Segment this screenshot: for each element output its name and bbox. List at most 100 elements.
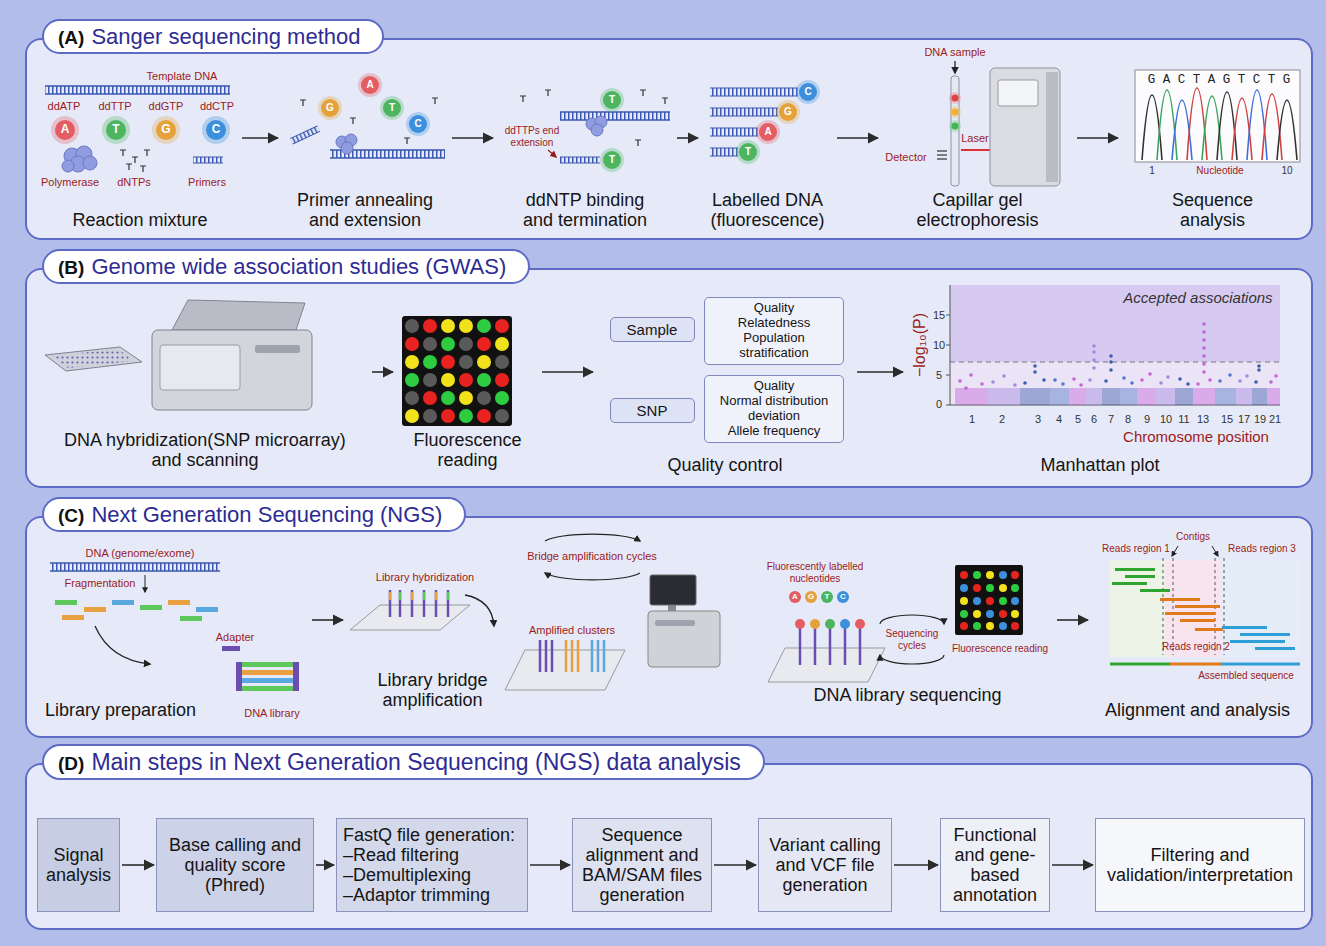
polymerase-blob [341, 142, 353, 154]
annotation-label: 3 [1035, 413, 1041, 426]
sequencing-cycle [880, 655, 944, 664]
label-text: Bridge amplification cycles [527, 550, 657, 562]
step-group: Manhattan plot [905, 280, 1295, 475]
fluorescence-grid [441, 373, 455, 387]
label-text: A [366, 79, 373, 90]
manhattan-plot [946, 285, 1280, 405]
manhattan-plot [1202, 362, 1206, 366]
annotation-label: ddATP [48, 100, 81, 113]
dna-strand [710, 108, 778, 116]
label-text: 11 [1178, 413, 1189, 425]
step-caption: ddNTP binding and termination [510, 190, 660, 230]
label-text: C [212, 122, 221, 136]
bridge-amplification [400, 592, 448, 600]
annotation-label: dNTPs [117, 176, 151, 189]
label-text: dNTPs [117, 176, 151, 188]
step-label: Library bridge amplification [345, 670, 520, 710]
flow-arrow [312, 619, 343, 621]
manhattan-plot [1079, 383, 1083, 387]
label-text: ddTTP [98, 100, 131, 112]
library-preparation [55, 600, 77, 605]
sequencer-machine [668, 605, 676, 611]
label-text: 10 [1281, 165, 1292, 176]
nucleotide-circle [603, 151, 621, 169]
capillary-electrophoresis [952, 123, 959, 130]
fluorescence-grid [459, 337, 473, 351]
chromatogram [1135, 70, 1300, 162]
label-text: Nucleotide [1196, 165, 1243, 176]
fluorescence-grid [495, 337, 509, 351]
capillary-electrophoresis [990, 68, 1060, 186]
manhattan-plot [1050, 388, 1069, 405]
dntp-mark [548, 150, 556, 157]
label-text: G [808, 592, 814, 601]
fluorescence-grid [405, 355, 419, 369]
label-text: ddGTP [149, 100, 184, 112]
annotation-label: Bridge amplification cycles [522, 550, 662, 563]
flow-arrow [714, 864, 756, 866]
step-caption: Quality control [595, 455, 855, 475]
library-preparation [240, 678, 295, 683]
criteria-box: QualityNormal distribution deviationAlle… [704, 375, 844, 443]
annotation-label: Sequencing cycles [882, 628, 942, 651]
sequencing-cycle [840, 619, 850, 629]
criteria-text: Relatedness [738, 316, 810, 331]
manhattan-plot [1257, 368, 1261, 372]
dna-strand [193, 163, 223, 164]
read-alignment [1110, 560, 1165, 657]
annotation-label: 10 [1160, 413, 1172, 426]
dntp-mark [120, 90, 668, 172]
annotation-label: G [326, 102, 334, 114]
fluorescence-grid [459, 319, 473, 333]
step-group: Labelled DNA (fluorescence) [700, 70, 835, 230]
step-caption: Fluorescence reading [403, 430, 533, 470]
step-group: Alignment and analysis [1090, 530, 1305, 720]
label-text: 7 [1108, 413, 1114, 425]
library-preparation [222, 646, 240, 651]
manhattan-plot [969, 373, 973, 377]
annotation-label: ddTTPs end extension [497, 125, 567, 148]
polymerase-blob [62, 160, 74, 172]
manhattan-plot [1274, 374, 1278, 378]
manhattan-plot [988, 388, 1020, 405]
annotation-label: Reads region 3 [1228, 543, 1296, 555]
annotation-label: DNA (genome/exome) [86, 547, 195, 560]
nucleotide-circle [321, 99, 339, 117]
chromatogram [1217, 92, 1237, 160]
read-alignment [1255, 647, 1295, 650]
label-text: 9 [1144, 413, 1150, 425]
sequencing-cycle [1011, 584, 1019, 592]
nucleotide-circle [358, 73, 382, 97]
manhattan-plot [1020, 388, 1050, 405]
step-group: Sequence analysis [1120, 70, 1305, 230]
step-group: Fluorescence reading [395, 295, 540, 470]
manhattan-plot [946, 315, 950, 405]
label-text: G [326, 102, 334, 113]
label-text: Fluorescence reading [952, 643, 1048, 654]
step-caption: Capillar gel electrophoresis [880, 190, 1075, 230]
read-alignment [1222, 560, 1300, 657]
read-alignment [1175, 605, 1220, 608]
read-alignment [1160, 598, 1200, 601]
section-title: Main steps in Next Generation Sequencing… [91, 749, 740, 775]
step-caption: Library bridge amplification [345, 670, 520, 710]
nucleotide-circle [383, 99, 401, 117]
bridge-amplification [390, 592, 436, 600]
label-text: Fluorescently labelled nucleotides [767, 561, 864, 584]
label-text: 4 [1056, 413, 1062, 425]
manhattan-plot [1202, 346, 1206, 350]
annotation-label: 21 [1269, 413, 1281, 426]
fluorescence-grid [405, 337, 419, 351]
label-text: Reads region 3 [1228, 543, 1296, 554]
flow-arrow [122, 864, 154, 866]
dna-strand [560, 112, 670, 120]
library-preparation [112, 600, 134, 605]
capillary-electrophoresis [949, 120, 961, 132]
process-text: FastQ file generation: [343, 825, 521, 845]
nucleotide-circle [51, 73, 820, 172]
library-preparation [145, 575, 146, 592]
flow-arrow [372, 371, 393, 373]
nucleotide-circle [55, 120, 75, 140]
annotation-label: C [212, 123, 221, 137]
annotation-label: 0 [936, 398, 942, 411]
